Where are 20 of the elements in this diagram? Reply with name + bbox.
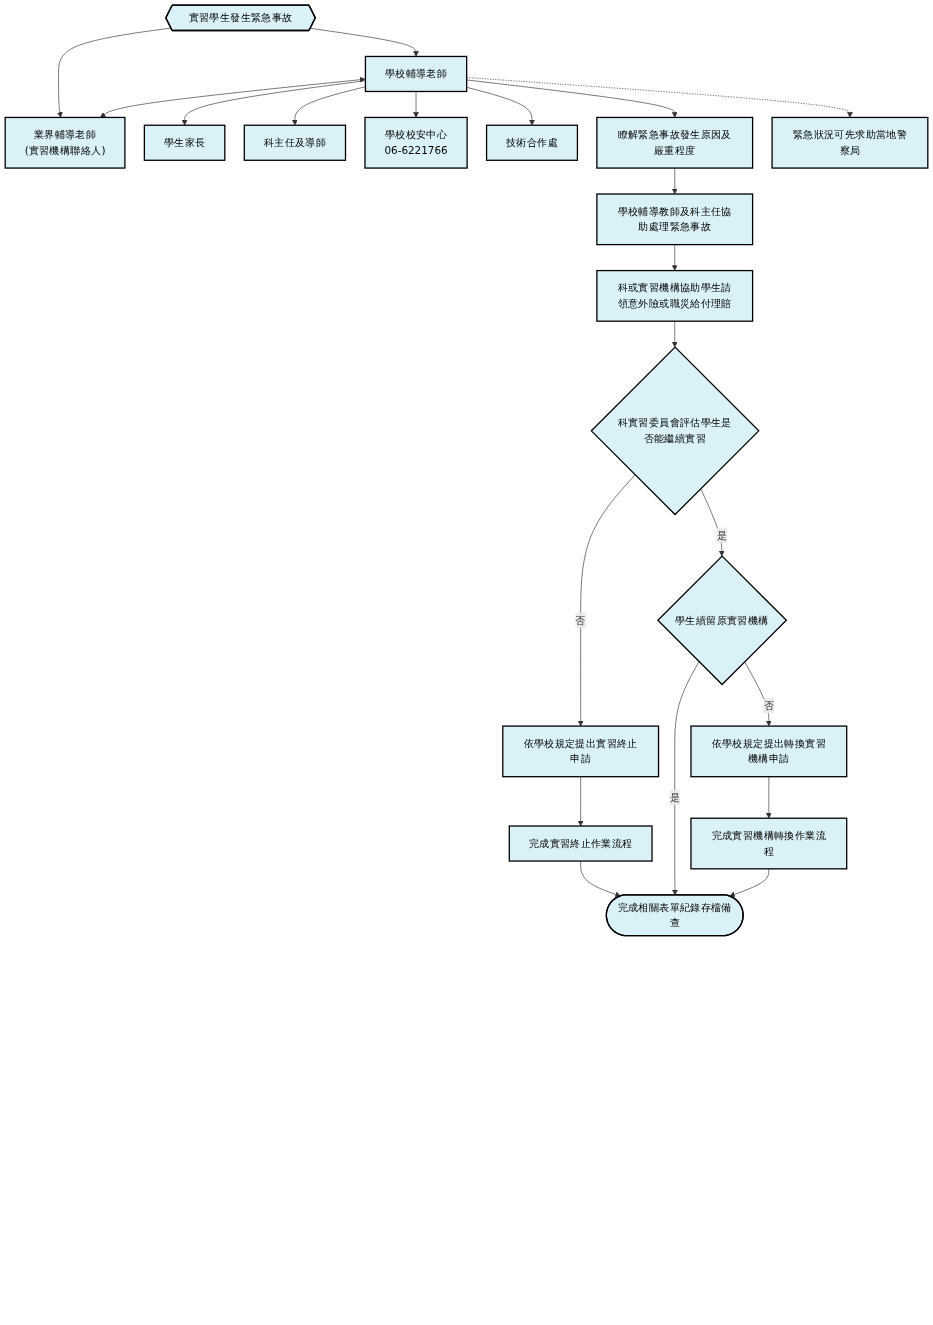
node-box: 完成實習終止作業流程 bbox=[508, 825, 653, 862]
node-box: 科或實習機構協助學生請領意外險或職災給付理賠 bbox=[596, 269, 754, 322]
node-box: 依學校規定提出實習終止申請 bbox=[502, 725, 660, 778]
node-box: 業界輔導老師 (實習機構聯絡人) bbox=[4, 116, 126, 169]
node-box: 學生家長 bbox=[143, 124, 226, 161]
node-box: 學校校安中心 06-6221766 bbox=[364, 116, 468, 169]
edge-label: 否 bbox=[575, 613, 586, 627]
node-box: 完成實習機構轉換作業流程 bbox=[690, 817, 848, 870]
node-box: 學校輔導教師及科主任協助處理緊急事故 bbox=[596, 193, 754, 246]
edge-label: 是 bbox=[716, 528, 727, 542]
node-diamond: 學生續留原實習機構 bbox=[656, 555, 788, 686]
node-box: 科主任及導師 bbox=[243, 124, 347, 161]
node-box: 學校輔導老師 bbox=[364, 55, 468, 93]
node-box: 緊急狀況可先求助當地警察局 bbox=[771, 116, 929, 169]
edge-label: 是 bbox=[669, 790, 680, 804]
node-diamond: 科實習委員會評估學生是否能繼續實習 bbox=[590, 346, 760, 516]
node-box: 技術合作處 bbox=[485, 124, 579, 161]
node-box: 瞭解緊急事故發生原因及嚴重程度 bbox=[596, 116, 754, 169]
node-box: 依學校規定提出轉換實習機構申請 bbox=[690, 725, 848, 778]
edge-label: 否 bbox=[763, 698, 775, 712]
